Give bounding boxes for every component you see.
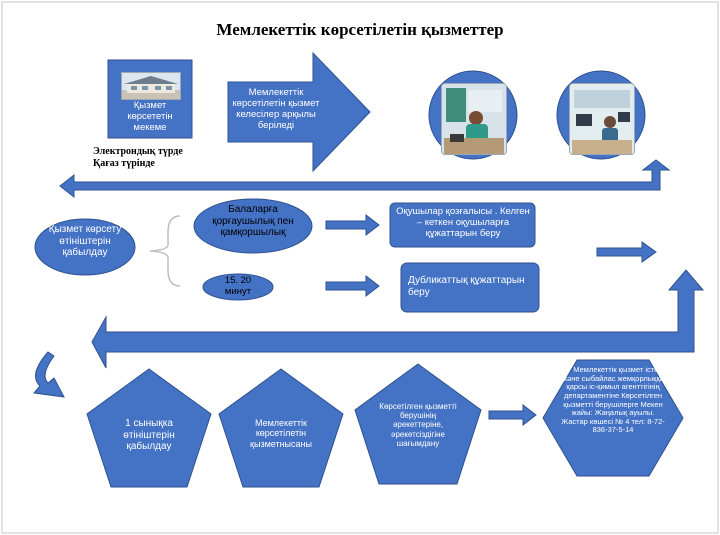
service-standard-label: Мемлекеттік көрсетілетін қызметнысаны — [250, 418, 312, 449]
complaints-pentagon — [354, 363, 482, 485]
service-delivery-arrow — [227, 51, 371, 173]
arrow-right-middle — [596, 241, 657, 263]
transfer-docs-box — [389, 202, 536, 248]
one-window-label: 1 сынықка өтініштерін қабылдау — [123, 418, 175, 452]
delivery-arrow-label: Мемлекеттік көрсетілетін қызмет келесіле… — [232, 87, 320, 131]
arrow-to-agency-info — [488, 403, 537, 427]
one-window-pentagon — [86, 368, 212, 488]
building-photo — [121, 72, 181, 100]
guardianship-ellipse — [193, 198, 313, 254]
page-title: Мемлекеттік көрсетілетін қызметтер — [216, 20, 504, 39]
agency-label: Қызмет көрсететін мекеме — [127, 100, 173, 133]
minutes-ellipse — [202, 273, 274, 301]
duplicate-docs-box — [400, 262, 540, 313]
building-image — [122, 73, 180, 99]
agency-info-label: ҚР Мемлекеттік қызмет істері және сыбайл… — [561, 365, 665, 435]
forms-electronic: Электрондық түрде — [93, 146, 183, 157]
office-photo-1 — [441, 83, 507, 155]
transfer-docs-label: Оқушылар қозғалысы . Келген – кеткен оқу… — [396, 206, 530, 239]
service-standard-pentagon — [218, 368, 344, 488]
arrow-to-transfer — [325, 213, 380, 237]
office-image-2 — [570, 84, 634, 154]
guardianship-label: Балаларға қорғаушылық пен қамқоршылық — [212, 204, 294, 238]
office-image-1 — [442, 84, 506, 154]
branch-brace — [149, 215, 181, 287]
receive-label: Қызмет көрсету өтініштерін қабылдау — [48, 224, 122, 258]
return-arrow-top — [59, 159, 671, 199]
office-photo-2 — [569, 83, 635, 155]
complaints-label: Көрсетілген қызметті берушінің әрекеттер… — [379, 402, 457, 448]
agency-info-hexagon — [542, 359, 684, 477]
curved-arrow-down — [33, 351, 65, 398]
forms-paper: Қағаз түрінде — [93, 158, 155, 169]
receive-ellipse — [34, 218, 136, 276]
arrow-to-duplicate — [325, 274, 380, 298]
return-arrow-bottom — [91, 269, 705, 369]
duplicate-docs-label: Дубликаттық құжаттарын беру — [408, 275, 525, 298]
minutes-label: 15. 20 минут — [224, 275, 252, 297]
